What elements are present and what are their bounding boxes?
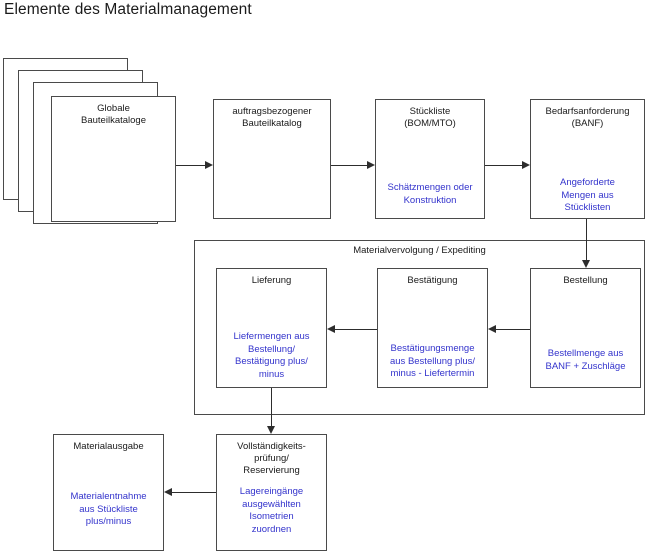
node-body-line: Konstruktion xyxy=(403,194,457,206)
node-header-line: Bauteilkataloge xyxy=(81,115,146,126)
node-header: Lieferung xyxy=(217,275,326,287)
node-header: Materialausgabe xyxy=(54,441,163,453)
node-body-line: Angeforderte xyxy=(560,177,615,188)
node-body-line: aus Bestellung plus/ xyxy=(389,355,476,367)
page-title: Elemente des Materialmanagement xyxy=(4,1,252,18)
node-header-line: Globale xyxy=(97,103,130,114)
node-body-line: ausgewählten xyxy=(242,498,301,510)
node-header-line: Bestellung xyxy=(563,275,608,286)
node-body-line: Bestätigungsmenge xyxy=(390,343,475,354)
node-header-line: (BOM/MTO) xyxy=(404,118,456,129)
edge-arrowhead-right xyxy=(367,160,375,169)
node-body-line: aus Stückliste xyxy=(79,503,138,515)
node-body-line: plus/minus xyxy=(85,516,132,527)
node-bestaetigung[interactable]: Bestätigung Bestätigungsmenge aus Bestel… xyxy=(377,268,488,388)
node-auftragsbezogener-bauteilkatalog[interactable]: auftragsbezogener Bauteilkatalog xyxy=(213,99,331,219)
node-body-line: minus xyxy=(258,368,285,380)
edge-arrowhead-down xyxy=(266,426,275,434)
node-header-line: auftragsbezogener xyxy=(232,106,312,117)
node-body-line: Bestätigung plus/ xyxy=(235,356,308,367)
group-label: Materialvervolgung / Expediting xyxy=(353,245,486,256)
edge-bedarfsanforderung-to-bestellung xyxy=(586,219,587,261)
node-body-line: BANF + Zuschläge xyxy=(545,360,626,372)
edge-arrowhead-left xyxy=(164,487,172,496)
node-header: Globale Bauteilkataloge xyxy=(52,103,175,127)
edge-auftragsbezogener-to-stueckliste xyxy=(331,165,368,166)
node-bedarfsanforderung[interactable]: Bedarfsanforderung (BANF) Angeforderte M… xyxy=(530,99,645,219)
edge-arrowhead-left xyxy=(327,324,335,333)
node-header: auftragsbezogener Bauteilkatalog xyxy=(214,106,330,130)
node-header-line: Materialausgabe xyxy=(73,441,144,452)
node-lieferung[interactable]: Lieferung Liefermengen aus Bestellung/ B… xyxy=(216,268,327,388)
node-vollstaendigkeitspruefung[interactable]: Vollständigkeits- prüfung/ Reservierung … xyxy=(216,434,327,551)
edge-stueckliste-to-bedarfsanforderung xyxy=(485,165,523,166)
node-body-line: Materialentnahme xyxy=(70,491,147,502)
node-header: Bestellung xyxy=(531,275,640,287)
node-stueckliste[interactable]: Stückliste (BOM/MTO) Schätzmengen oder K… xyxy=(375,99,485,219)
node-header-line: Lieferung xyxy=(251,275,292,286)
node-header-line: Stückliste xyxy=(409,106,451,117)
node-header: Bedarfsanforderung (BANF) xyxy=(531,106,644,130)
edge-vollstaendigkeitspruefung-to-materialausgabe xyxy=(172,492,216,493)
node-bestellung[interactable]: Bestellung Bestellmenge aus BANF + Zusch… xyxy=(530,268,641,388)
edge-bestellung-to-bestaetigung xyxy=(496,329,530,330)
edge-globale-to-auftragsbezogener xyxy=(176,165,206,166)
node-globale-bauteilkataloge[interactable]: Globale Bauteilkataloge xyxy=(51,96,176,222)
node-header-line: prüfung/ xyxy=(254,453,289,464)
node-body: Bestätigungsmenge aus Bestellung plus/ m… xyxy=(378,343,487,381)
group-materialverfolgung-expediting: Materialvervolgung / Expediting xyxy=(194,240,645,415)
edge-lieferung-to-vollstaendigkeitspruefung xyxy=(271,388,272,427)
node-body: Lagereingänge ausgewählten Isometrien zu… xyxy=(217,486,326,536)
node-header-line: Bestätigung xyxy=(407,275,458,286)
edge-arrowhead-right xyxy=(205,160,213,169)
node-header: Stückliste (BOM/MTO) xyxy=(376,106,484,130)
node-body-line: Stücklisten xyxy=(564,202,611,213)
node-body-line: Schätzmengen oder xyxy=(387,182,473,193)
node-body: Materialentnahme aus Stückliste plus/min… xyxy=(54,491,163,529)
node-header: Bestätigung xyxy=(378,275,487,287)
node-body-line: Bestellmenge aus xyxy=(547,348,624,359)
node-body-line: minus - Liefertermin xyxy=(390,368,475,379)
node-body-line: Bestellung/ xyxy=(247,343,295,355)
node-body-line: Lagereingänge xyxy=(239,486,304,497)
edge-arrowhead-left xyxy=(488,324,496,333)
edge-arrowhead-down xyxy=(581,260,590,268)
node-body-line: zuordnen xyxy=(251,523,292,535)
node-body: Liefermengen aus Bestellung/ Bestätigung… xyxy=(217,331,326,381)
node-body-line: Liefermengen aus xyxy=(233,331,310,342)
node-header-line: Reservierung xyxy=(243,465,300,476)
edge-arrowhead-right xyxy=(522,160,530,169)
node-body: Angeforderte Mengen aus Stücklisten xyxy=(531,177,644,215)
node-body: Schätzmengen oder Konstruktion xyxy=(376,182,484,207)
node-header: Vollständigkeits- prüfung/ Reservierung xyxy=(217,441,326,477)
node-header-line: Bauteilkatalog xyxy=(242,118,302,129)
edge-bestaetigung-to-lieferung xyxy=(335,329,377,330)
node-body-line: Mengen aus xyxy=(561,189,614,201)
node-body-line: Isometrien xyxy=(249,511,294,522)
node-header-line: Bedarfsanforderung xyxy=(545,106,630,117)
node-header-line: Vollständigkeits- xyxy=(237,441,306,452)
node-header-line: (BANF) xyxy=(571,118,604,129)
node-body: Bestellmenge aus BANF + Zuschläge xyxy=(531,348,640,373)
node-materialausgabe[interactable]: Materialausgabe Materialentnahme aus Stü… xyxy=(53,434,164,551)
